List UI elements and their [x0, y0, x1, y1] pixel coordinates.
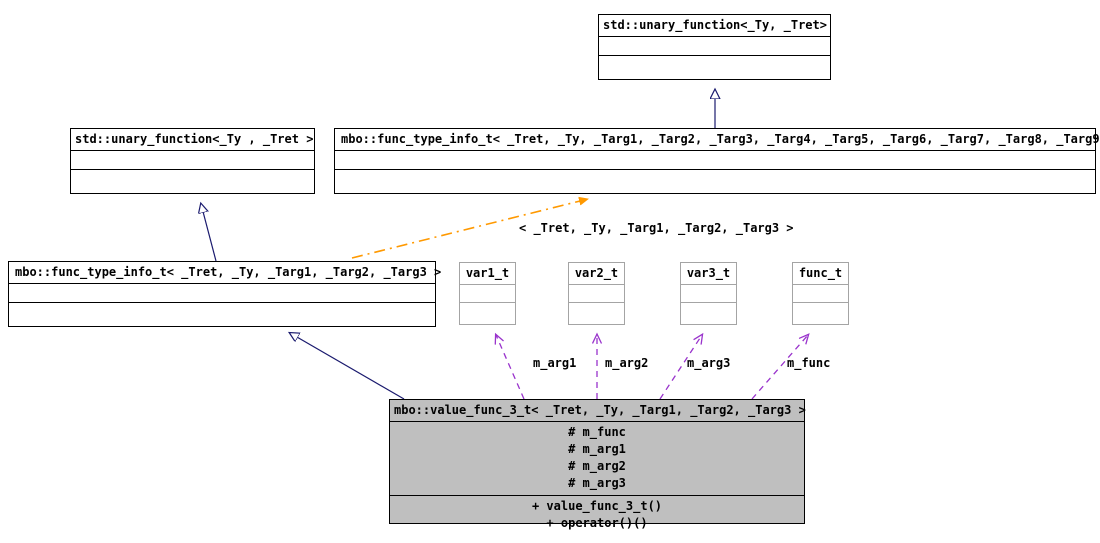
operations-compartment	[599, 56, 830, 74]
class-title: var2_t	[574, 266, 619, 280]
edge-label-m-arg2: m_arg2	[605, 356, 649, 370]
attributes-compartment	[599, 37, 830, 55]
attributes-compartment	[9, 284, 435, 302]
class-node-std-unary-function-left[interactable]: std::unary_function<_Ty , _Tret >	[70, 128, 315, 194]
class-title: std::unary_function<_Ty, _Tret>	[603, 18, 827, 32]
compartment-divider	[681, 284, 736, 285]
operation-row: + value_func_3_t()	[531, 499, 663, 513]
compartment-divider	[9, 283, 435, 284]
compartment-divider	[71, 169, 314, 170]
class-title: mbo::value_func_3_t< _Tret, _Ty, _Targ1,…	[394, 403, 806, 417]
edge-label-m-arg3: m_arg3	[687, 356, 731, 370]
operations-compartment	[9, 303, 435, 321]
class-node-mbo-func-type-info-t-9[interactable]: mbo::func_type_info_t< _Tret, _Ty, _Targ…	[334, 128, 1100, 194]
class-node-var2-t[interactable]: var2_t	[568, 262, 625, 325]
attributes-compartment	[569, 285, 624, 302]
attribute-row: # m_arg1	[568, 442, 626, 456]
compartment-divider	[390, 421, 804, 422]
class-node-func-t[interactable]: func_t	[792, 262, 849, 325]
compartment-divider	[9, 302, 435, 303]
edge-label-m-arg1: m_arg1	[533, 356, 577, 370]
attributes-compartment	[793, 285, 848, 302]
class-node-var3-t[interactable]: var3_t	[680, 262, 737, 325]
compartment-divider	[599, 36, 830, 37]
compartment-divider	[681, 302, 736, 303]
compartment-divider	[793, 284, 848, 285]
attributes-compartment	[335, 151, 1095, 169]
edge-inheritance-valuefunc	[290, 333, 405, 400]
edge-label-template-binding: < _Tret, _Ty, _Targ1, _Targ2, _Targ3 >	[519, 221, 794, 235]
compartment-divider	[569, 302, 624, 303]
operations-compartment: + value_func_3_t() + operator()()	[390, 496, 804, 535]
operations-compartment	[681, 303, 736, 320]
class-title: func_t	[798, 266, 843, 280]
compartment-divider	[390, 495, 804, 496]
class-node-mbo-func-type-info-t-3[interactable]: mbo::func_type_info_t< _Tret, _Ty, _Targ…	[8, 261, 442, 327]
operations-compartment	[569, 303, 624, 320]
attributes-compartment	[681, 285, 736, 302]
class-title: mbo::func_type_info_t< _Tret, _Ty, _Targ…	[341, 132, 1100, 146]
compartment-divider	[71, 150, 314, 151]
attributes-compartment	[71, 151, 314, 169]
edge-aggregation-m-arg1	[496, 335, 525, 400]
compartment-divider	[335, 169, 1095, 170]
operations-compartment	[335, 170, 1095, 188]
class-title: mbo::func_type_info_t< _Tret, _Ty, _Targ…	[15, 265, 442, 279]
operations-compartment	[71, 170, 314, 188]
class-node-std-unary-function-top[interactable]: std::unary_function<_Ty, _Tret>	[598, 14, 831, 80]
operation-row: + operator()()	[546, 516, 648, 530]
compartment-divider	[460, 302, 515, 303]
attribute-row: # m_func	[568, 425, 626, 439]
compartment-divider	[335, 150, 1095, 151]
compartment-divider	[460, 284, 515, 285]
edge-label-m-func: m_func	[787, 356, 831, 370]
edge-inheritance-funcinfo3	[201, 204, 217, 262]
class-node-mbo-value-func-3-t[interactable]: mbo::value_func_3_t< _Tret, _Ty, _Targ1,…	[389, 399, 806, 530]
operations-compartment	[460, 303, 515, 320]
class-title: var1_t	[465, 266, 510, 280]
compartment-divider	[569, 284, 624, 285]
class-title: var3_t	[686, 266, 731, 280]
compartment-divider	[599, 55, 830, 56]
attributes-compartment	[460, 285, 515, 302]
class-node-var1-t[interactable]: var1_t	[459, 262, 516, 325]
operations-compartment	[793, 303, 848, 320]
attributes-compartment: # m_func # m_arg1 # m_arg2 # m_arg3	[390, 422, 804, 495]
attribute-row: # m_arg2	[568, 459, 626, 473]
compartment-divider	[793, 302, 848, 303]
class-title: std::unary_function<_Ty , _Tret >	[75, 132, 314, 146]
attribute-row: # m_arg3	[568, 476, 626, 490]
